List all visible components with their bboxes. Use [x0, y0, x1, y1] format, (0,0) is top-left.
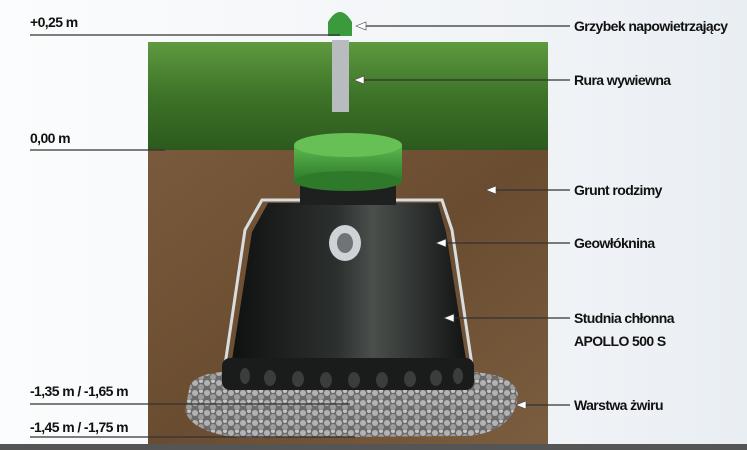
label-well-name: Studnia chłonna — [574, 310, 675, 326]
level-top: +0,25 m — [30, 14, 78, 30]
level-ground: 0,00 m — [30, 130, 70, 146]
level-gravel-bottom: -1,45 m / -1,75 m — [30, 419, 128, 435]
well-body — [232, 203, 466, 360]
label-well-model: APOLLO 500 S — [574, 333, 666, 349]
vent-pipe — [332, 40, 349, 112]
label-vent-cap: Grzybek napowietrzający — [574, 18, 728, 34]
label-native-soil: Grunt rodzimy — [574, 182, 663, 198]
label-gravel: Warstwa żwiru — [574, 397, 663, 413]
level-gravel-top: -1,35 m / -1,65 m — [30, 383, 128, 399]
label-vent-pipe: Rura wywiewna — [574, 72, 671, 88]
label-geotextile: Geowłóknina — [574, 235, 655, 251]
vent-cap — [328, 12, 352, 36]
